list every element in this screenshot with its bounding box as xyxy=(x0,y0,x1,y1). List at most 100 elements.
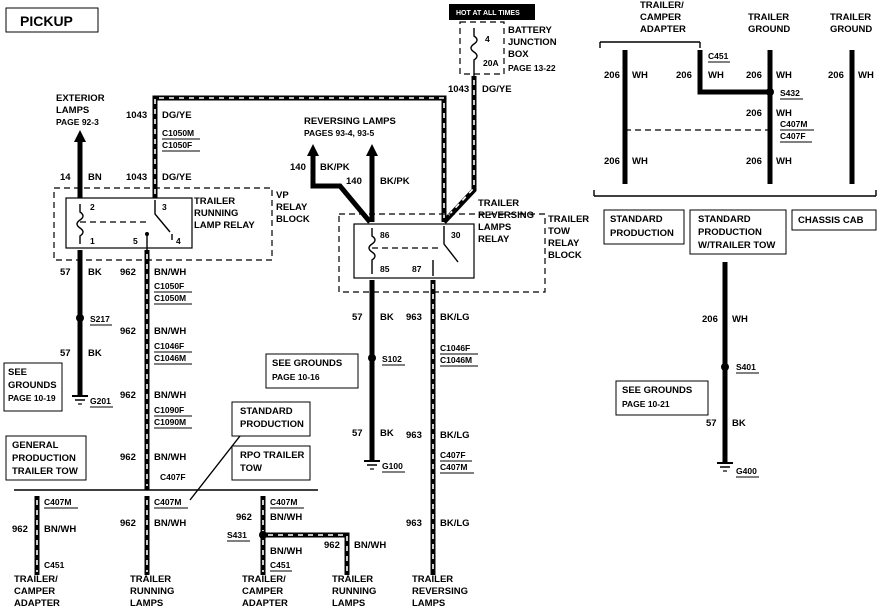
tr-adapter-2: CAMPER xyxy=(640,12,681,23)
rev-pin-86: 86 xyxy=(380,230,390,240)
rr-pin-4: 4 xyxy=(176,236,181,246)
general-production-box xyxy=(5,435,87,481)
w962-color-g: BN/WH xyxy=(270,512,302,523)
see-grounds-2-page: PAGE 10-16 xyxy=(272,372,320,382)
reversing-lamps-pages: PAGES 93-4, 93-5 xyxy=(304,128,375,138)
bottom-running2-2: RUNNING xyxy=(332,586,376,597)
w206-color-e: WH xyxy=(776,108,792,119)
wire-140-a xyxy=(310,156,372,224)
rr-pin-2: 2 xyxy=(90,202,95,212)
standard-production-box-mid xyxy=(231,401,311,437)
standard-production-wtow-2: PRODUCTION xyxy=(698,227,762,238)
tr-ground1-1: TRAILER xyxy=(748,12,789,23)
see-grounds-2-l1: SEE GROUNDS xyxy=(272,358,342,369)
w14-color: BN xyxy=(88,172,102,183)
w206-color-d: WH xyxy=(858,70,874,81)
bottom-running2-3: LAMPS xyxy=(332,598,365,609)
bottom-adapter2-3: ADAPTER xyxy=(242,598,288,609)
connector-c1090m: C1090M xyxy=(154,417,186,427)
w963-color-a: BK/LG xyxy=(440,312,470,323)
bjb-name-3: BOX xyxy=(508,49,529,60)
bottom-reversing-1: TRAILER xyxy=(412,574,453,585)
bjb-pin-4: 4 xyxy=(485,34,490,44)
w962-color-f: BN/WH xyxy=(154,518,186,529)
arrow-reversing-1 xyxy=(307,144,319,156)
rev-coil xyxy=(368,228,376,274)
bottom-adapter1-1: TRAILER/ xyxy=(14,574,58,585)
standard-production-box-right xyxy=(603,209,685,245)
rr-pin-1: 1 xyxy=(90,236,95,246)
rr-pin-3: 3 xyxy=(162,202,167,212)
rev-switch xyxy=(443,226,459,263)
splice-s102-label: S102 xyxy=(382,354,402,364)
see-grounds-3-page: PAGE 10-21 xyxy=(622,399,670,409)
ground-g201-label: G201 xyxy=(90,396,111,406)
standard-production-right-2: PRODUCTION xyxy=(610,228,674,239)
chassis-cab-box xyxy=(791,209,877,231)
w57-circuit-d: 57 xyxy=(352,428,363,439)
standard-production-wtow-1: STANDARD xyxy=(698,214,751,225)
trailer-reversing-lamps-relay xyxy=(353,223,475,279)
see-grounds-1-l1: SEE xyxy=(8,367,27,378)
splice-s401-label: S401 xyxy=(736,362,756,372)
w206-color-a: WH xyxy=(632,70,648,81)
see-grounds-box-3 xyxy=(615,380,709,416)
tr-adapter-1: TRAILER/ xyxy=(640,0,684,11)
w206-color-c: WH xyxy=(776,70,792,81)
w963-color-b: BK/LG xyxy=(440,430,470,441)
trailer-running-lamp-relay xyxy=(65,197,193,249)
see-grounds-1-l2: GROUNDS xyxy=(8,380,57,391)
rev-relay-name-4: RELAY xyxy=(478,234,510,245)
w1043-circuit-right: 1043 xyxy=(448,84,469,95)
exterior-lamps-2: LAMPS xyxy=(56,105,89,116)
bottom-running1-2: RUNNING xyxy=(130,586,174,597)
wire-206-adapter-right xyxy=(697,50,770,95)
bottom-reversing-3: LAMPS xyxy=(412,598,445,609)
w57-circuit-e: 57 xyxy=(706,418,717,429)
bottom-reversing-2: REVERSING xyxy=(412,586,468,597)
running-relay-name-1: TRAILER xyxy=(194,196,235,207)
w206-circuit-h: 206 xyxy=(702,314,718,325)
page-title: PICKUP xyxy=(20,13,73,29)
connector-c407m-b: C407M xyxy=(154,497,181,507)
bjb-page: PAGE 13-22 xyxy=(508,63,556,73)
running-relay-name-2: RUNNING xyxy=(194,208,238,219)
w962-circuit-g: 962 xyxy=(236,512,252,523)
w140-color-a: BK/PK xyxy=(320,162,350,173)
tr-ground2-2: GROUND xyxy=(830,24,872,35)
bottom-running2-1: TRAILER xyxy=(332,574,373,585)
w57-color-e: BK xyxy=(732,418,746,429)
reversing-lamps-1: REVERSING LAMPS xyxy=(304,116,396,127)
connector-c407m-c: C407M xyxy=(270,497,297,507)
w1043-color-right: DG/YE xyxy=(482,84,512,95)
w206-circuit-b: 206 xyxy=(676,70,692,81)
w962-color-i: BN/WH xyxy=(354,540,386,551)
w962-circuit-i: 962 xyxy=(324,540,340,551)
w57-color-d: BK xyxy=(380,428,394,439)
bottom-adapter1-2: CAMPER xyxy=(14,586,55,597)
connector-c407m-mid: C407M xyxy=(440,462,467,472)
bjb-name-2: JUNCTION xyxy=(508,37,557,48)
hot-at-all-times-label: HOT AT ALL TIMES xyxy=(456,10,520,17)
bottom-running1-3: LAMPS xyxy=(130,598,163,609)
rev-relay-name-2: REVERSING xyxy=(478,210,534,221)
w963-circuit-a: 963 xyxy=(406,312,422,323)
w57-color-b: BK xyxy=(88,348,102,359)
w962-circuit-e: 962 xyxy=(12,524,28,535)
fuse-symbol xyxy=(470,28,478,76)
connector-c1090f: C1090F xyxy=(154,405,184,415)
w57-color-a: BK xyxy=(88,267,102,278)
splice-s217-label: S217 xyxy=(90,314,110,324)
rr-coil xyxy=(76,204,84,244)
bjb-name-1: BATTERY xyxy=(508,25,552,36)
w1043-circuit-left: 1043 xyxy=(126,110,147,121)
vp-relay-block-outline xyxy=(53,187,273,261)
vp-block-1: VP xyxy=(276,190,289,201)
w206-circuit-d: 206 xyxy=(828,70,844,81)
bottom-running1-1: TRAILER xyxy=(130,574,171,585)
exterior-lamps-1: EXTERIOR xyxy=(56,93,105,104)
w57-circuit-a: 57 xyxy=(60,267,71,278)
splice-s102 xyxy=(368,354,376,362)
connector-c407f-left: C407F xyxy=(160,472,186,482)
w962-color-h: BN/WH xyxy=(270,546,302,557)
